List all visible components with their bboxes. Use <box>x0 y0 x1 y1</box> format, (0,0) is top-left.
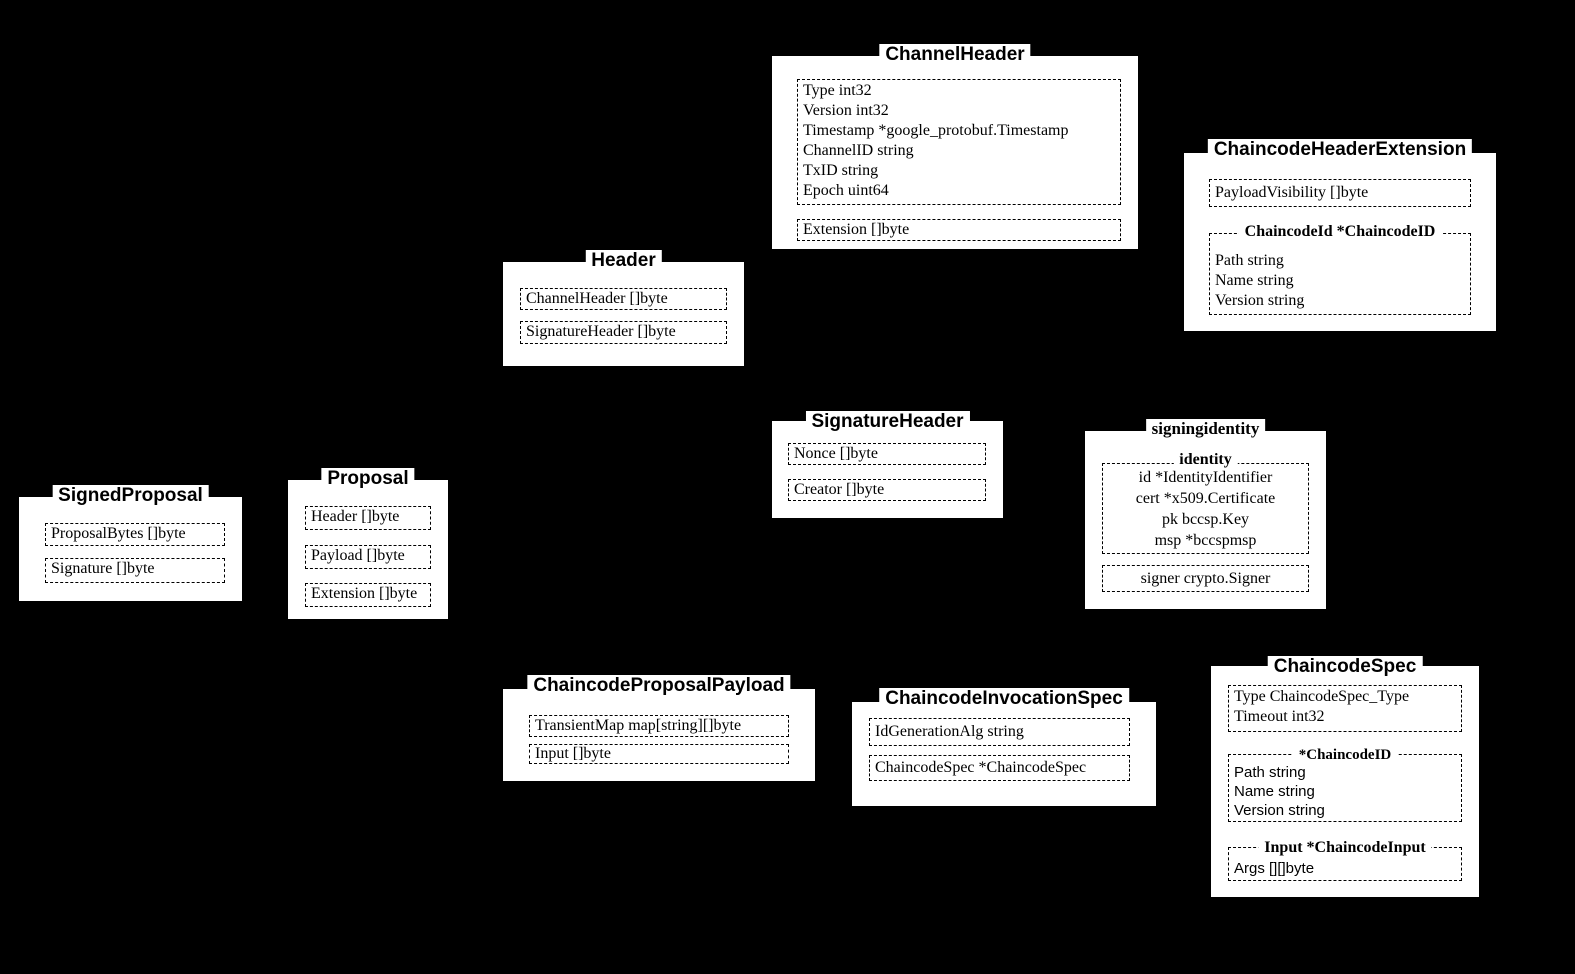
signer-field: signer crypto.Signer <box>1102 565 1309 592</box>
chaincode-id-version: Version string <box>1215 292 1305 309</box>
signing-identity-box: signingidentity identity id *IdentityIde… <box>1085 419 1326 609</box>
identity-msp: msp *bccspmsp <box>1154 532 1257 549</box>
chaincode-header-extension-title: ChaincodeHeaderExtension <box>1207 139 1473 161</box>
channel-header-epoch: Epoch uint64 <box>803 182 889 199</box>
chaincode-spec-id-name: Name string <box>1234 783 1315 800</box>
chaincode-id-legend: ChaincodeId *ChaincodeID <box>1238 222 1442 242</box>
header-title: Header <box>585 250 662 272</box>
chaincode-id-path: Path string <box>1215 252 1284 269</box>
channel-header-version: Version int32 <box>803 102 889 119</box>
chaincode-spec-title: ChaincodeSpec <box>1267 656 1423 678</box>
header-box: Header ChannelHeader []byte SignatureHea… <box>503 250 744 366</box>
chaincode-spec-id-group: *ChaincodeID Path string Name string Ver… <box>1228 745 1462 822</box>
channel-header-box: ChannelHeader Type int32 Version int32 T… <box>772 44 1138 249</box>
signature-field: Signature []byte <box>45 558 225 583</box>
signing-identity-title: signingidentity <box>1145 419 1266 439</box>
signature-header-box: SignatureHeader Nonce []byte Creator []b… <box>772 411 1003 518</box>
chaincode-invocation-spec-box: ChaincodeInvocationSpec IdGenerationAlg … <box>852 688 1156 806</box>
chaincode-input-legend: Input *ChaincodeInput <box>1258 838 1432 858</box>
channel-header-channel-id: ChannelID string <box>803 142 914 159</box>
input-bytes-field: Input []byte <box>529 744 789 764</box>
proposal-bytes-field: ProposalBytes []byte <box>45 523 225 546</box>
chaincode-header-extension-box: ChaincodeHeaderExtension PayloadVisibili… <box>1184 139 1496 331</box>
identity-cert: cert *x509.Certificate <box>1135 490 1276 507</box>
payload-visibility-field: PayloadVisibility []byte <box>1209 179 1471 207</box>
transient-map-field: TransientMap map[string][]byte <box>529 715 789 737</box>
signed-proposal-title: SignedProposal <box>52 485 209 507</box>
chaincode-id-group: ChaincodeId *ChaincodeID Path string Nam… <box>1209 222 1471 315</box>
chaincode-spec-id-version: Version string <box>1234 802 1325 819</box>
channel-header-tx-id: TxID string <box>803 162 879 179</box>
chaincode-proposal-payload-box: ChaincodeProposalPayload TransientMap ma… <box>503 675 815 781</box>
extension-bytes-field: Extension []byte <box>305 583 431 607</box>
chaincode-id-name: Name string <box>1215 272 1294 289</box>
chaincode-spec-box: ChaincodeSpec Type ChaincodeSpec_Type Ti… <box>1211 656 1479 897</box>
chaincode-input-group: Input *ChaincodeInput Args [][]byte <box>1228 838 1462 881</box>
proposal-box: Proposal Header []byte Payload []byte Ex… <box>288 468 448 619</box>
header-bytes-field: Header []byte <box>305 506 431 530</box>
payload-bytes-field: Payload []byte <box>305 545 431 569</box>
chaincode-spec-id-path: Path string <box>1234 764 1306 781</box>
channel-header-title: ChannelHeader <box>879 44 1031 66</box>
nonce-field: Nonce []byte <box>788 443 986 465</box>
chaincode-spec-timeout: Timeout int32 <box>1234 708 1325 725</box>
chaincode-input-args: Args [][]byte <box>1234 860 1315 877</box>
signature-header-title: SignatureHeader <box>805 411 970 433</box>
chaincode-spec-ref-field: ChaincodeSpec *ChaincodeSpec <box>869 755 1130 781</box>
chaincode-proposal-payload-title: ChaincodeProposalPayload <box>527 675 791 697</box>
identity-pk: pk bccsp.Key <box>1161 511 1250 528</box>
channel-header-type: Type int32 <box>803 82 872 99</box>
chaincode-spec-id-legend: *ChaincodeID <box>1292 745 1398 765</box>
id-generation-alg-field: IdGenerationAlg string <box>869 718 1130 746</box>
identity-id: id *IdentityIdentifier <box>1138 469 1273 486</box>
channel-header-fields: Type int32 Version int32 Timestamp *goog… <box>797 79 1121 205</box>
channel-header-bytes-field: ChannelHeader []byte <box>520 288 727 310</box>
chaincode-spec-type: Type ChaincodeSpec_Type <box>1234 688 1410 705</box>
identity-group: identity id *IdentityIdentifier cert *x5… <box>1102 450 1309 554</box>
channel-header-extension-field: Extension []byte <box>797 219 1121 241</box>
signed-proposal-box: SignedProposal ProposalBytes []byte Sign… <box>19 485 242 601</box>
channel-header-timestamp: Timestamp *google_protobuf.Timestamp <box>803 122 1069 139</box>
identity-legend: identity <box>1173 450 1238 470</box>
signature-header-bytes-field: SignatureHeader []byte <box>520 321 727 344</box>
chaincode-invocation-spec-title: ChaincodeInvocationSpec <box>879 688 1129 710</box>
creator-field: Creator []byte <box>788 479 986 501</box>
proposal-title: Proposal <box>321 468 415 490</box>
chaincode-spec-type-group: Type ChaincodeSpec_Type Timeout int32 <box>1228 685 1462 732</box>
